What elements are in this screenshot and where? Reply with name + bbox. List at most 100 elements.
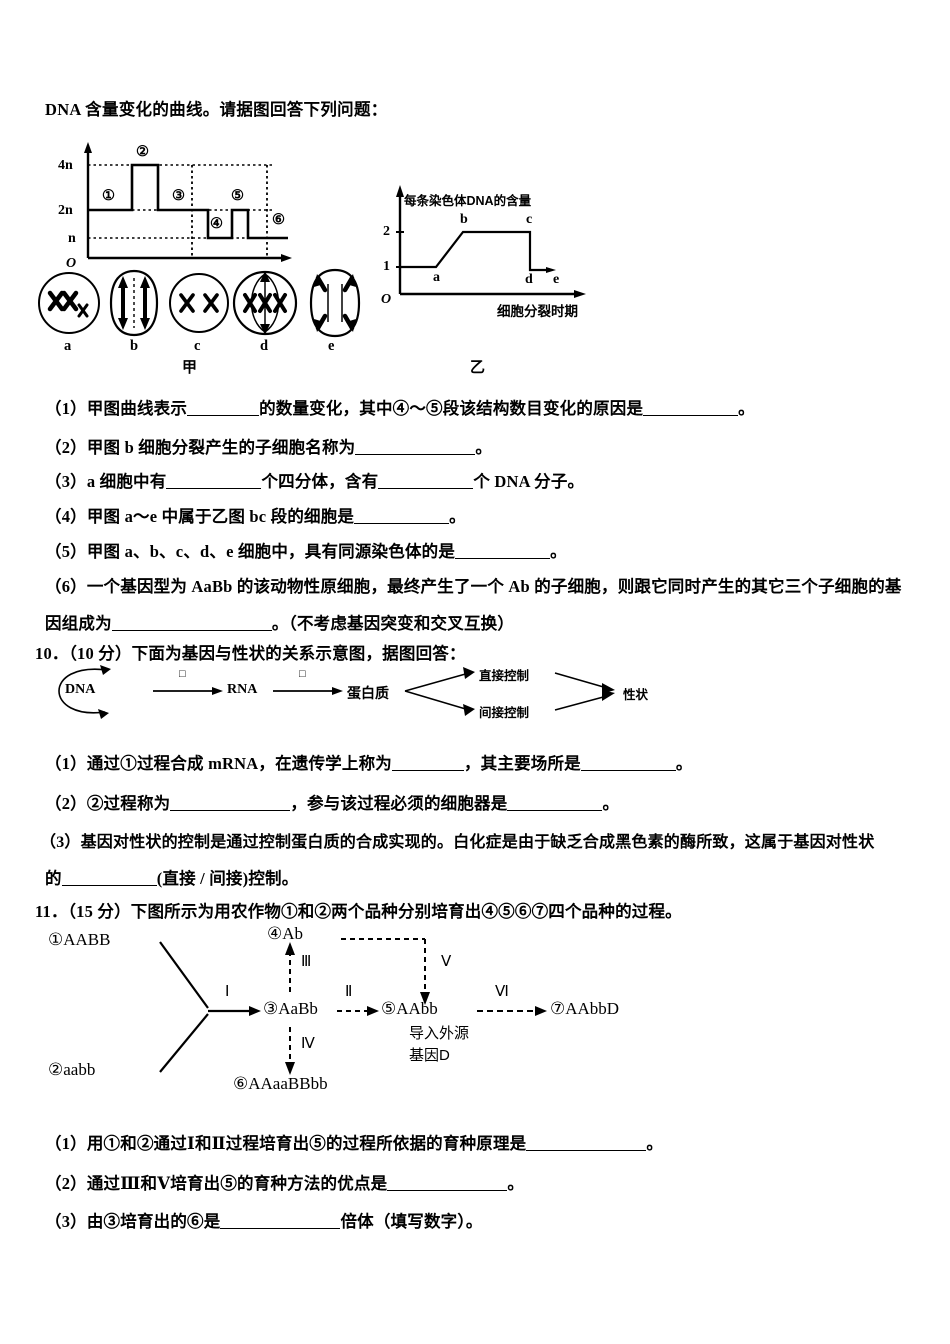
yi-xaxis-title: 细胞分裂时期 [497, 304, 578, 319]
q11-1-t2: 。 [646, 1134, 664, 1153]
question-9-3: （3）a 细胞中有个四分体，含有个 DNA 分子。 [45, 468, 584, 492]
cell-d [232, 270, 298, 336]
cell-label-c: c [194, 338, 201, 354]
breeding-process-diagram: ①AABB ②aabb ③AaBb ④Ab ⑤AAbb ⑥AAaaBBbb ⑦A… [45, 922, 645, 1102]
gene-diagram-trait-label: 性状 [623, 688, 649, 702]
q11-3-t1: 由③培育出的⑥是 [86, 1212, 221, 1231]
q10-3-text-line1: （3）基因对性状的控制是通过控制蛋白质的合成实现的。白化症是由于缺乏合成黑色素的… [40, 834, 875, 851]
breeding-process-5: Ⅴ [441, 954, 452, 970]
q11-2-blank-1[interactable] [387, 1176, 508, 1191]
chart-jia: 4n 2n n O ① ② ③ ④ ⑤ ⑥ [58, 140, 320, 271]
jia-ytick-2n: 2n [58, 203, 73, 218]
gene-diagram-svg [58, 665, 615, 719]
q9-4-t1: 甲图 a～e 中属于乙图 bc 段的细胞是 [86, 507, 355, 526]
question-9-6-line2: 因组成为 。（不考虑基因突变和交叉互换） [45, 610, 514, 634]
breeding-node-4: ④Ab [267, 924, 304, 943]
q11-2-t2: 。 [507, 1174, 525, 1193]
q9-5-blank-1[interactable] [455, 544, 551, 559]
breeding-process-4: Ⅳ [301, 1036, 315, 1052]
gene-expression-diagram: DNA RNA 蛋白质 □ □ 直接控制 间接控制 性状 [45, 660, 685, 722]
q9-1-t3: 。 [738, 399, 755, 418]
question-9-4: （4）甲图 a～e 中属于乙图 bc 段的细胞是。 [45, 503, 466, 527]
q10-2-t1: ②过程称为 [86, 794, 171, 813]
q11-3-blank-1[interactable] [220, 1214, 341, 1229]
q11-1-blank-1[interactable] [526, 1136, 647, 1151]
question-9-1: （1）甲图曲线表示的数量变化，其中④～⑤段该结构数目变化的原因是。 [45, 395, 755, 419]
yi-origin-label: O [381, 292, 392, 307]
q9-6-line2-pre: 因组成为 [45, 614, 112, 633]
q10-2-blank-1[interactable] [170, 796, 291, 811]
question-11-2: （2）通过Ⅲ和Ⅴ培育出⑤的育种方法的优点是。 [45, 1170, 524, 1194]
q9-6-blank[interactable] [111, 616, 272, 631]
yi-point-c: c [526, 212, 533, 227]
breeding-node-5: ⑤AAbb [381, 999, 438, 1018]
cell-diagram-row [33, 268, 363, 338]
chart-yi-svg [396, 185, 586, 298]
q9-6-num: （6） [45, 577, 87, 596]
q10-1-blank-2[interactable] [580, 756, 676, 771]
q9-6-text-line1: 一个基因型为 AaBb 的该动物性原细胞，最终产生了一个 Ab 的子细胞，则跟它… [86, 577, 902, 596]
jia-origin-label: O [66, 256, 77, 271]
cell-label-a: a [64, 338, 72, 354]
q9-5-t2: 。 [550, 542, 567, 561]
breeding-note-line-1: 导入外源 [409, 1025, 470, 1042]
q9-3-t3: 个 DNA 分子。 [473, 472, 585, 491]
breeding-note-line-2: 基因D [409, 1047, 450, 1064]
chart-jia-svg [84, 142, 292, 262]
gene-diagram-arrow-box-1: □ [179, 668, 186, 680]
cell-e [309, 268, 361, 338]
q11-1-num: （1） [45, 1134, 87, 1153]
q10-1-t1: 通过①过程合成 mRNA，在遗传学上称为 [86, 754, 392, 773]
page-lead-text: DNA 含量变化的曲线。请据图回答下列问题： [45, 100, 388, 119]
gene-diagram-dna-label: DNA [65, 682, 96, 697]
q9-1-t2: 的数量变化，其中④～⑤段该结构数目变化的原因是 [259, 399, 644, 418]
q10-1-blank-1[interactable] [391, 756, 464, 771]
q9-3-t2: 个四分体，含有 [261, 472, 379, 491]
cell-b [109, 269, 159, 337]
q10-3-blank[interactable] [61, 871, 157, 886]
q11-1-t1: 用①和②通过Ⅰ和Ⅱ过程培育出⑤的过程所依据的育种原理是 [86, 1134, 527, 1153]
q10-header-text: 10．（10 分）下面为基因与性状的关系示意图，据图回答： [35, 644, 466, 663]
cell-c [169, 273, 229, 333]
jia-segment-3: ③ [172, 188, 185, 204]
question-10-3-line2: 的(直接 / 间接)控制。 [45, 865, 298, 889]
q9-1-blank-1[interactable] [187, 401, 260, 416]
q10-2-blank-2[interactable] [507, 796, 603, 811]
jia-segment-5: ⑤ [231, 188, 244, 204]
question-10-3-line1: （3）基因对性状的控制是通过控制蛋白质的合成实现的。白化症是由于缺乏合成黑色素的… [40, 828, 874, 852]
cell-label-d: d [260, 338, 269, 354]
gene-diagram-rna-label: RNA [227, 682, 258, 697]
chart-yi: 2 1 O a b c d e [378, 182, 608, 307]
q9-3-blank-2[interactable] [378, 474, 474, 489]
q9-5-t1: 甲图 a、b、c、d、e 细胞中，具有同源染色体的是 [86, 542, 456, 561]
q9-3-t1: a 细胞中有 [86, 472, 167, 491]
gene-diagram-arrow-box-2: □ [299, 668, 306, 680]
breeding-node-1: ①AABB [48, 930, 111, 949]
yi-point-d: d [525, 272, 533, 287]
yi-ytick-2: 2 [383, 224, 390, 239]
question-9-2: （2）甲图 b 细胞分裂产生的子细胞名称为。 [45, 434, 492, 458]
breeding-process-3: Ⅲ [301, 954, 312, 970]
jia-segment-4: ④ [210, 216, 223, 232]
breeding-process-1: Ⅰ [225, 984, 230, 1000]
q9-2-t2: 。 [475, 438, 493, 457]
q9-2-blank-1[interactable] [355, 440, 476, 455]
q10-1-t2: ，其主要场所是 [463, 754, 581, 773]
q9-4-blank-1[interactable] [354, 509, 450, 524]
q11-2-t1: 通过Ⅲ和Ⅴ培育出⑤的育种方法的优点是 [86, 1174, 388, 1193]
q9-6-line2-post: 。（不考虑基因突变和交叉互换） [271, 614, 515, 633]
q9-2-num: （2） [45, 438, 87, 457]
jia-segment-2: ② [136, 144, 149, 160]
cells-svg [38, 268, 361, 338]
yi-point-e: e [553, 272, 560, 287]
q9-1-blank-2[interactable] [643, 401, 739, 416]
jia-ytick-4n: 4n [58, 158, 73, 173]
q9-3-blank-1[interactable] [166, 474, 262, 489]
q11-3-num: （3） [45, 1212, 87, 1231]
yi-ytick-1: 1 [383, 259, 390, 274]
yi-point-b: b [460, 212, 468, 227]
q11-header-text: 11．（15 分）下图所示为用农作物①和②两个品种分别培育出④⑤⑥⑦四个品种的过… [35, 902, 682, 921]
gene-diagram-direct-control-label: 直接控制 [479, 669, 530, 683]
q10-2-num: （2） [45, 794, 87, 813]
q9-5-num: （5） [45, 542, 87, 561]
